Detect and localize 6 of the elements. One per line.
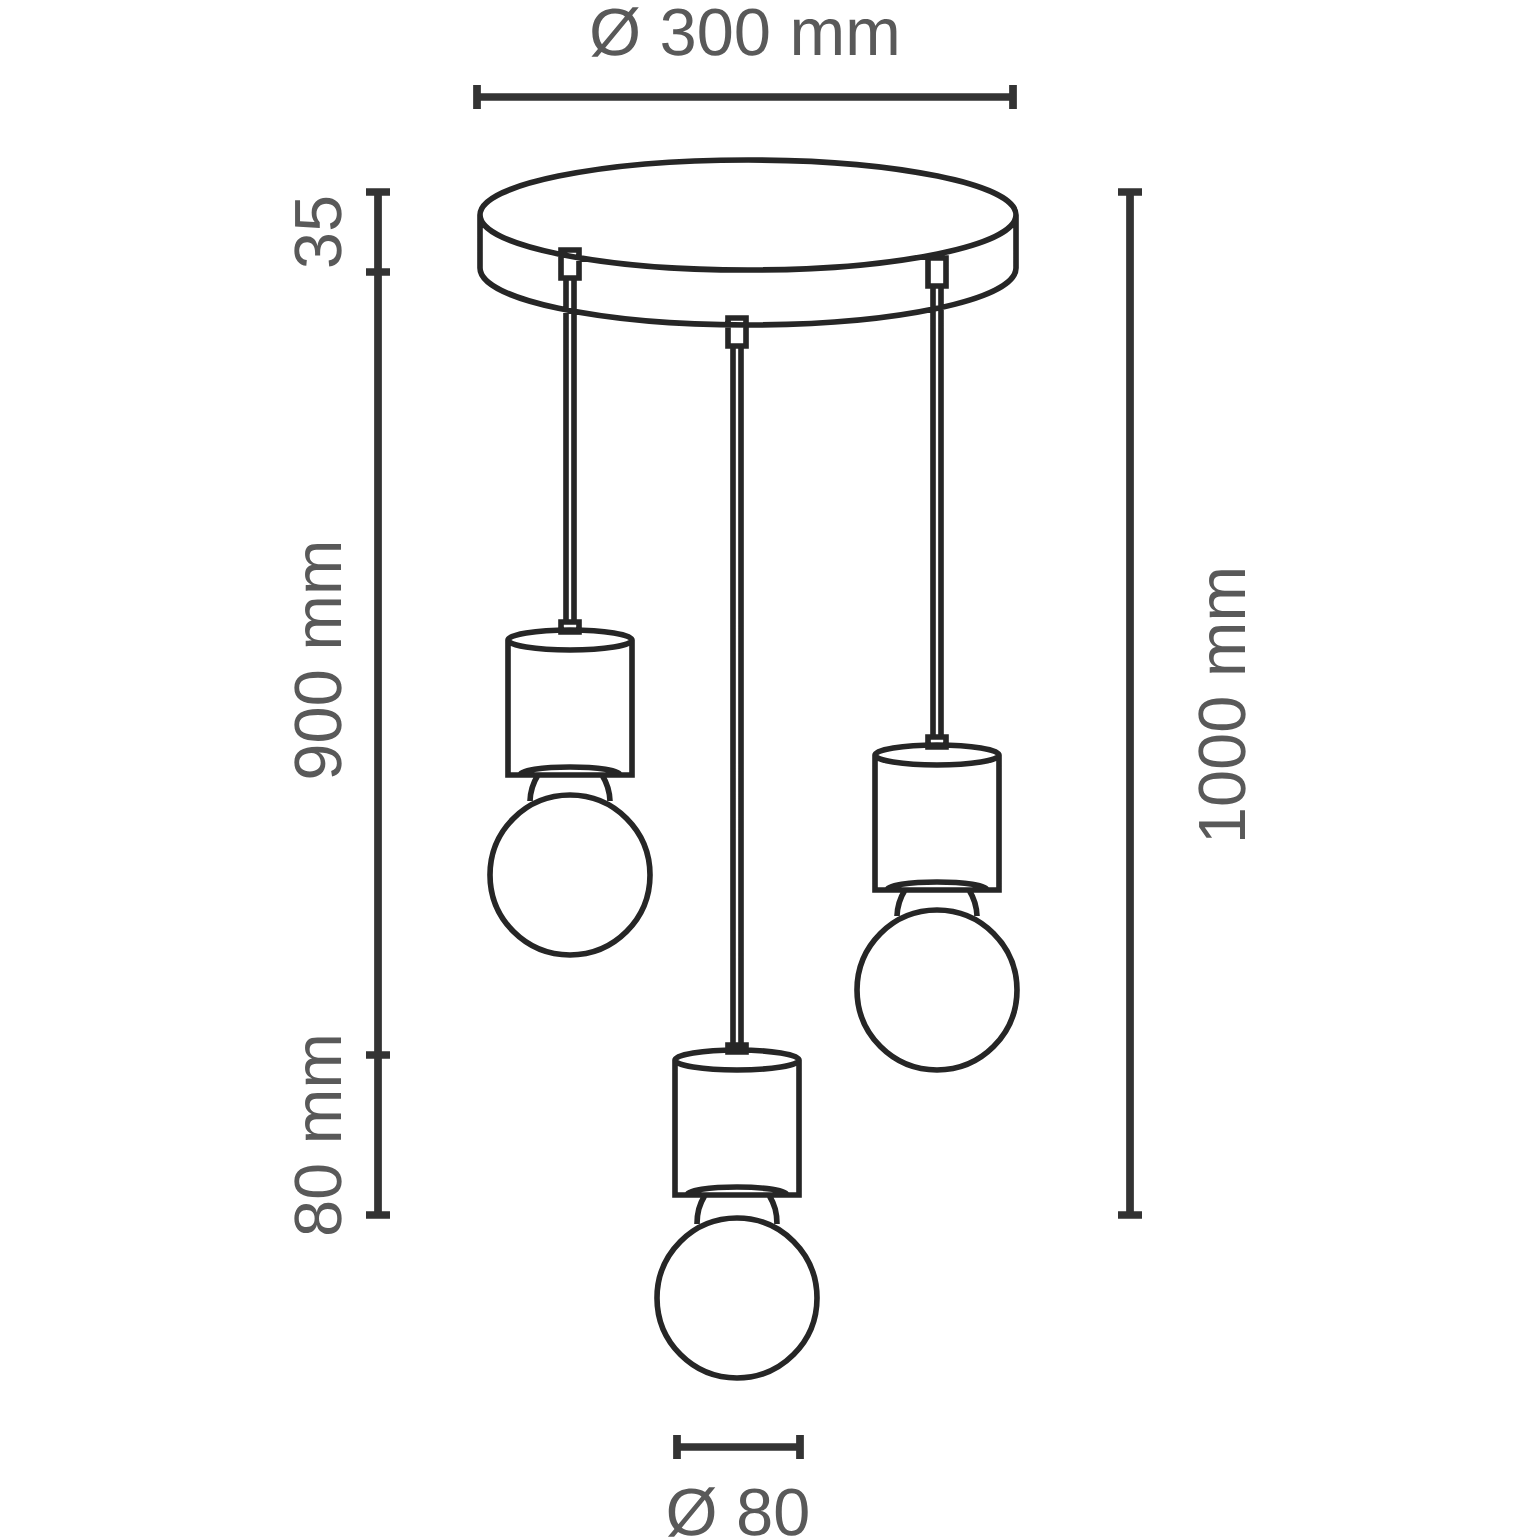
dimension-label: 1000 mm	[1198, 570, 1246, 840]
dimension-label: Ø 80	[667, 1487, 808, 1537]
dimension-label: 35	[294, 197, 342, 267]
dimension-label: 80 mm	[294, 1037, 342, 1235]
dimension-label: Ø 300 mm	[591, 7, 897, 57]
dimension-label: 900 mm	[294, 543, 342, 778]
